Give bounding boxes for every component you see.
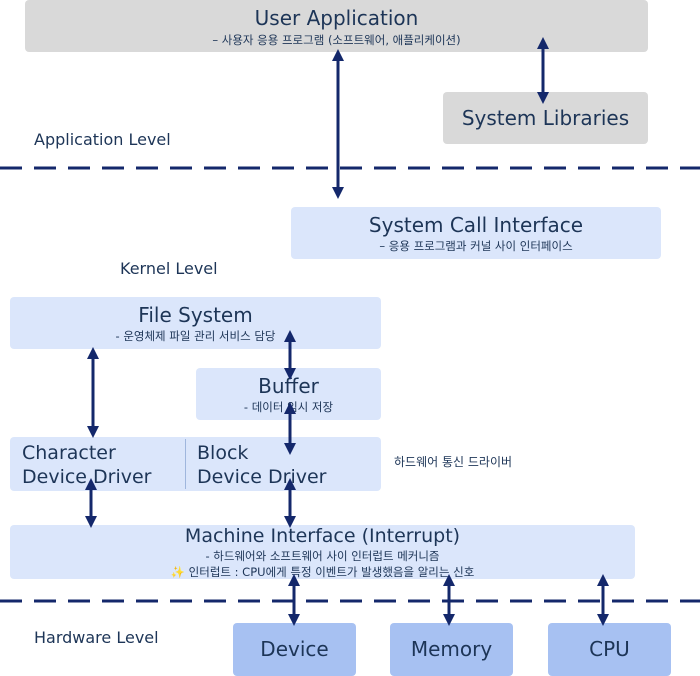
machine-interface-note: ✨ 인터럽트 : CPU에게 특정 이벤트가 발생했음을 알리는 신호: [170, 565, 475, 579]
system-call-interface-title: System Call Interface: [368, 213, 584, 237]
driver-divider: [185, 439, 186, 489]
character-line1: Character: [22, 442, 116, 464]
system-call-interface-subtitle: – 응용 프로그램과 커널 사이 인터페이스: [379, 239, 573, 253]
kernel-level-label: Kernel Level: [120, 259, 218, 278]
device-title: Device: [260, 637, 329, 661]
driver-note: 하드웨어 통신 드라이버: [394, 455, 513, 469]
machine-interface-box: Machine Interface (Interrupt) - 하드웨어와 소프…: [10, 525, 635, 579]
user-application-box: User Application – 사용자 응용 프로그램 (소프트웨어, 애…: [25, 0, 648, 52]
memory-box: Memory: [390, 623, 513, 676]
machine-interface-subtitle: - 하드웨어와 소프트웨어 사이 인터럽트 메커니즘: [205, 549, 440, 563]
system-call-interface-box: System Call Interface – 응용 프로그램과 커널 사이 인…: [291, 207, 661, 259]
cpu-box: CPU: [548, 623, 671, 676]
user-application-title: User Application: [254, 6, 419, 30]
device-box: Device: [233, 623, 356, 676]
memory-title: Memory: [410, 637, 493, 661]
character-device-driver-label: Character Device Driver: [22, 441, 151, 489]
file-system-box: File System - 운영체제 파일 관리 서비스 담당: [10, 297, 381, 349]
hardware-level-label: Hardware Level: [34, 628, 159, 647]
character-line2: Device Driver: [22, 466, 152, 488]
machine-interface-title: Machine Interface (Interrupt): [184, 525, 461, 547]
application-level-label: Application Level: [34, 130, 171, 149]
cpu-title: CPU: [589, 637, 630, 661]
file-system-subtitle: - 운영체제 파일 관리 서비스 담당: [115, 329, 276, 343]
file-system-title: File System: [138, 303, 253, 327]
user-application-subtitle: – 사용자 응용 프로그램 (소프트웨어, 애플리케이션): [212, 33, 461, 47]
system-libraries-title: System Libraries: [461, 106, 630, 130]
device-drivers-box: Character Device Driver Block Device Dri…: [10, 437, 381, 491]
block-line1: Block: [197, 442, 249, 464]
